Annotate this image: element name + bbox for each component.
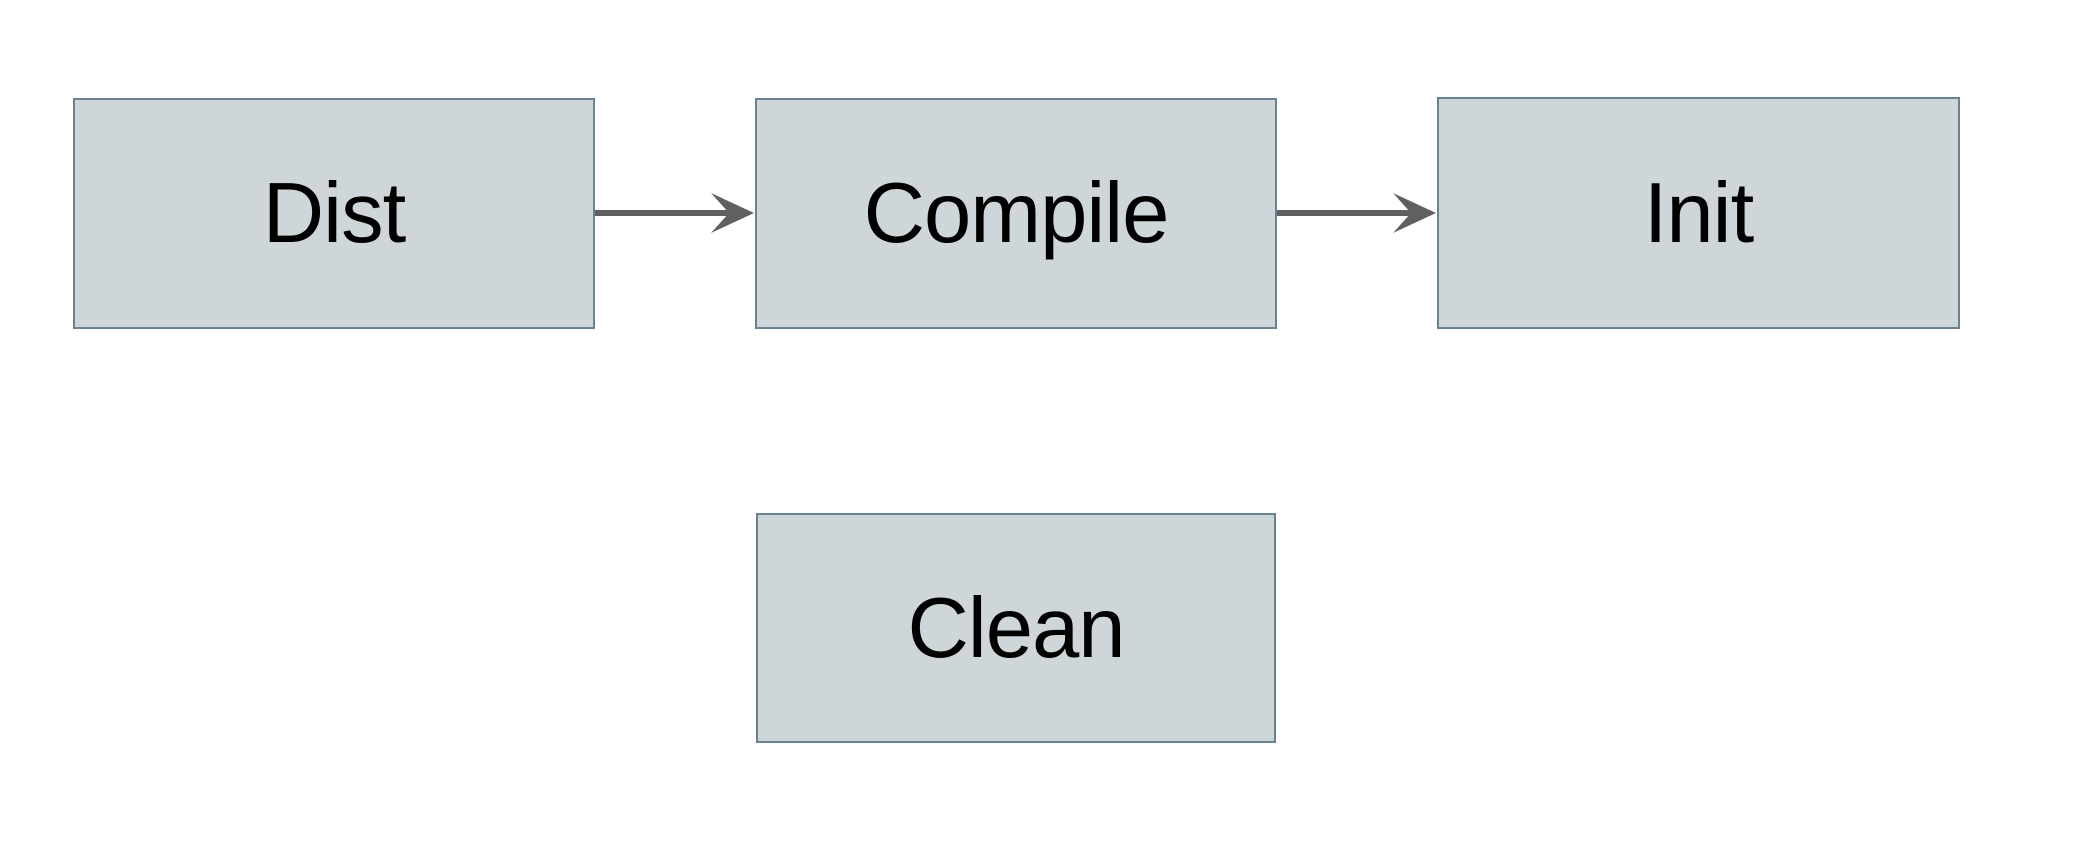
connector-dist-to-compile-arrow[interactable] bbox=[595, 191, 755, 235]
node-dist[interactable]: Dist bbox=[73, 98, 595, 329]
node-init[interactable]: Init bbox=[1437, 97, 1960, 329]
connector-compile-to-init-arrow[interactable] bbox=[1277, 191, 1437, 235]
node-label: Init bbox=[1643, 165, 1754, 261]
arrowhead-right-icon bbox=[711, 193, 754, 233]
node-label: Compile bbox=[863, 166, 1170, 261]
node-label: Clean bbox=[907, 580, 1125, 676]
node-label: Dist bbox=[262, 166, 406, 261]
node-clean[interactable]: Clean bbox=[756, 513, 1276, 743]
arrowhead-right-icon bbox=[1393, 193, 1436, 233]
node-compile[interactable]: Compile bbox=[755, 98, 1277, 329]
